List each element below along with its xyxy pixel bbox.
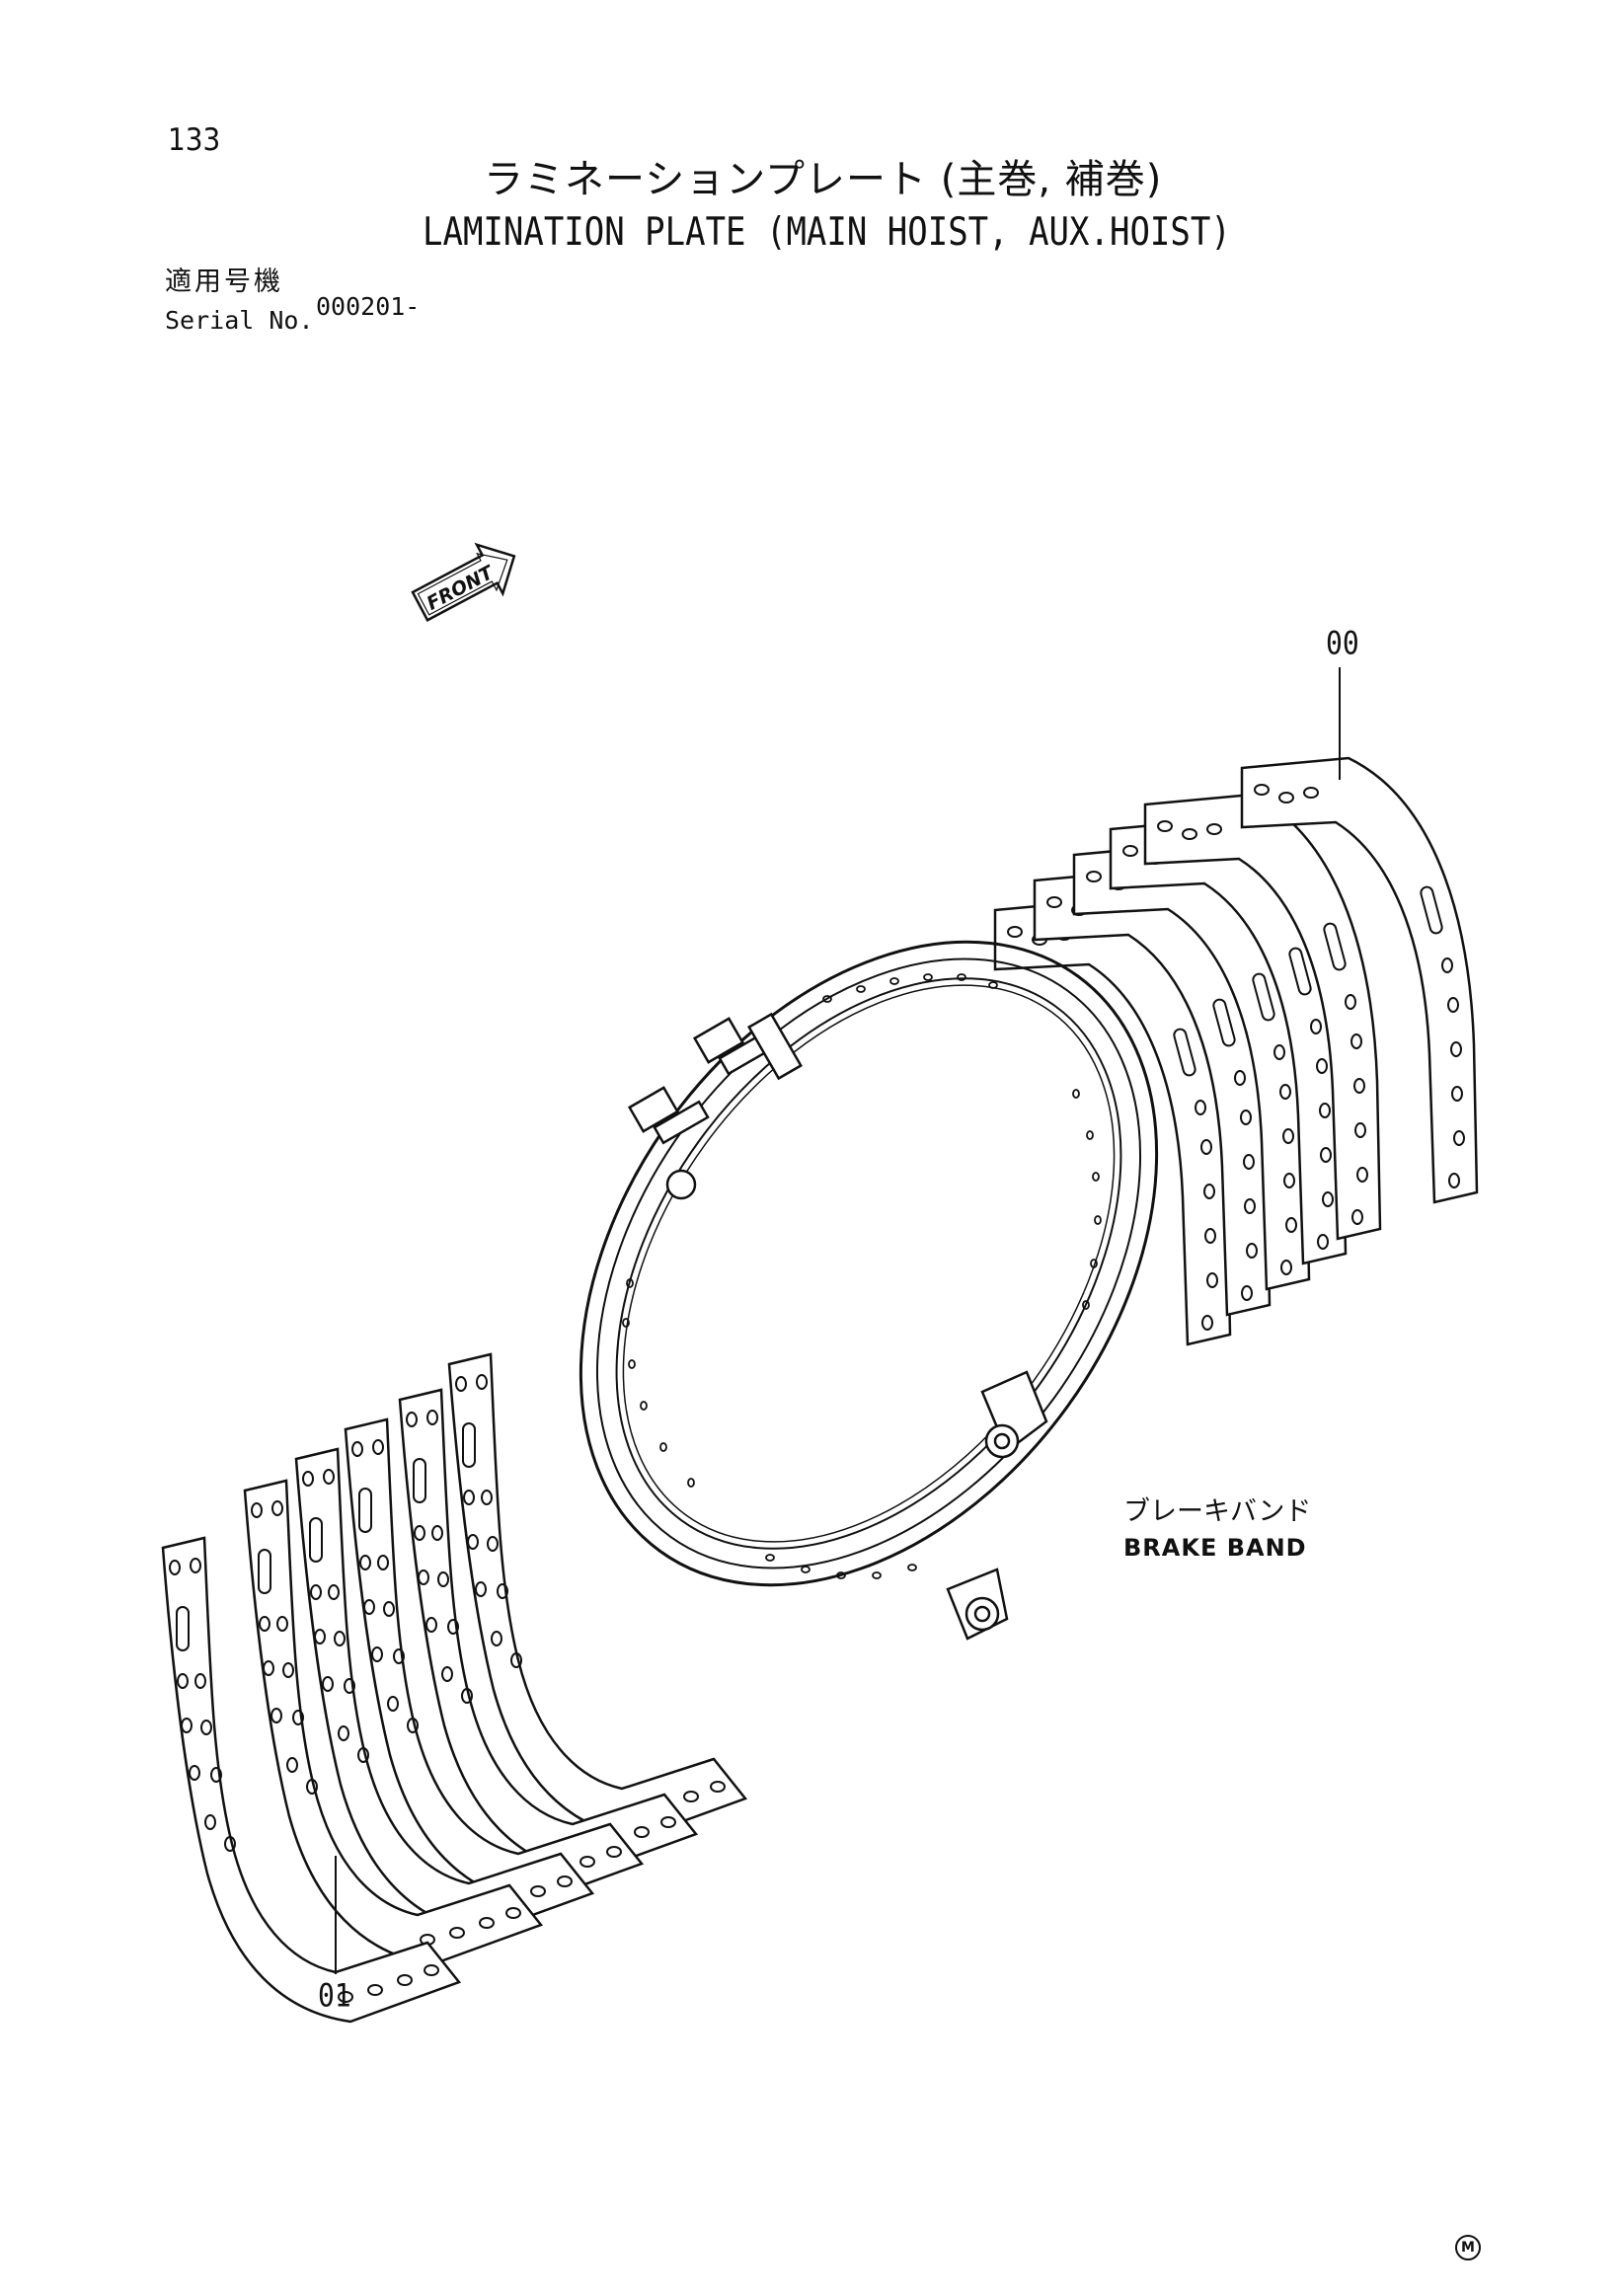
callout-part-00: 00 — [1326, 624, 1359, 662]
front-arrow-icon: FRONT — [411, 542, 516, 622]
serial-label-english: Serial No. — [165, 306, 314, 335]
title-japanese: ラミネーションプレート (主巻, 補巻) — [484, 157, 1163, 202]
lamination-plates-lower — [161, 1352, 747, 2024]
brake-band-drawing — [579, 940, 1159, 1641]
serial-label-japanese: 適用号機 — [165, 267, 283, 297]
callout-part-01: 01 — [318, 1976, 351, 2015]
title-english: LAMINATION PLATE (MAIN HOIST, AUX.HOIST) — [423, 209, 1231, 256]
page-number: 133 — [168, 122, 221, 158]
m-mark-icon: M — [1455, 2235, 1481, 2260]
brake-band-label-japanese: ブレーキバンド — [1123, 1496, 1312, 1527]
brake-band-label-english: BRAKE BAND — [1123, 1534, 1307, 1562]
serial-number-value: 000201- — [316, 292, 421, 321]
lamination-plates-upper — [993, 756, 1479, 1346]
